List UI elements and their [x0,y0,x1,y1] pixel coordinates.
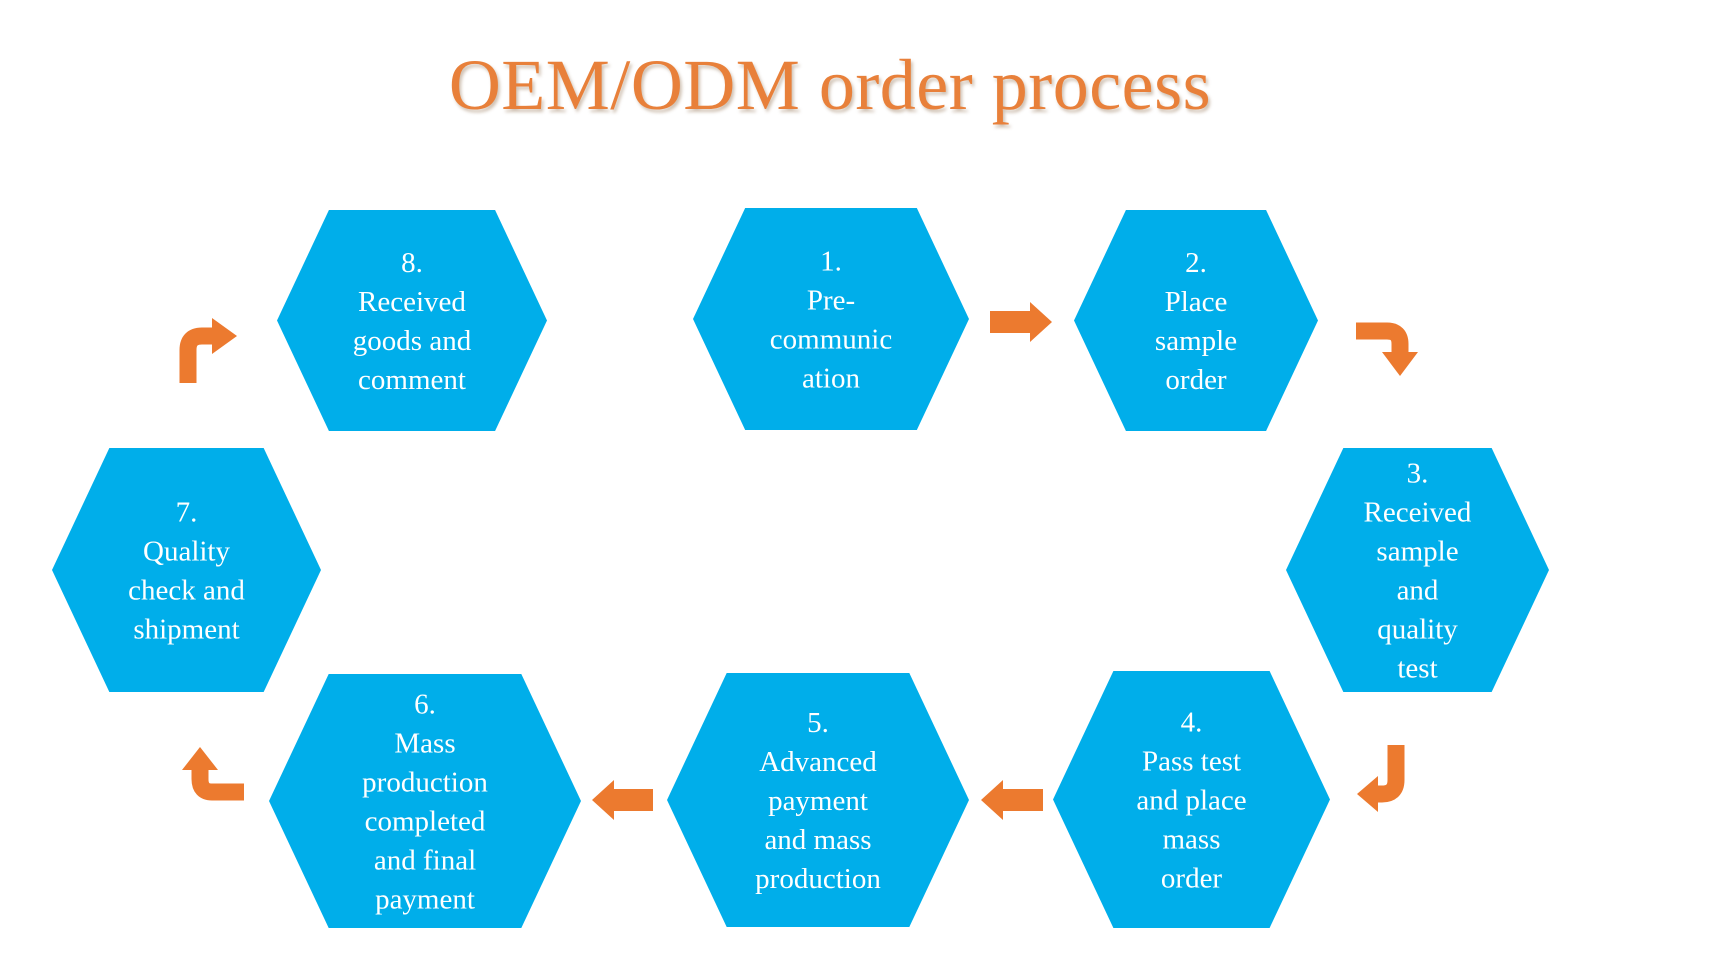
step-hexagon-1: 1. Pre-communic ation [693,208,969,430]
step-label-line: payment [375,884,475,916]
step-number: 6. [414,689,436,721]
arrow-turn-right-icon [179,318,237,383]
step-label-line: production [755,863,881,895]
step-label-line: goods and [353,325,472,357]
hexagon-shape [269,674,581,928]
step-label-line: and mass [764,824,871,856]
step-label-line: comment [358,364,466,396]
step-label-line: Pre- [807,285,855,317]
step-label-line: sample [1155,325,1237,357]
step-number: 4. [1181,707,1203,739]
step-label-line: quality [1377,614,1458,646]
step-label-line: completed [365,806,486,838]
step-label-line: sample [1376,536,1458,568]
hexagon-shape [52,448,321,692]
hexagon-shape [277,210,547,431]
arrow-turn-left-icon [1357,745,1405,812]
step-label-line: Place [1165,286,1228,318]
step-label-line: check and [128,575,245,607]
step-label-line: and final [374,845,476,877]
hexagon-shape [1286,448,1549,692]
hexagon-shape [1074,210,1318,431]
step-hexagon-5: 5. Advanced payment and mass production [667,673,969,927]
arrow-turn-down-icon [1356,322,1418,376]
step-label-line: mass [1163,824,1221,856]
step-label-line: Received [1364,497,1472,529]
step-label-line: Mass [394,728,455,760]
step-number: 1. [820,246,842,278]
hexagon-shape [693,208,969,430]
step-label-line: and place [1136,785,1246,817]
step-label-line: test [1397,653,1437,685]
step-hexagon-4: 4. Pass test and place mass order [1053,671,1330,928]
step-label-line: ation [802,363,860,395]
page-title: OEM/ODM order process [448,45,1212,125]
step-label-line: Pass test [1142,746,1241,778]
step-label-line: production [362,767,488,799]
step-hexagon-6: 6. Mass production completed and final paymen… [269,674,581,928]
step-label-line: Received [358,286,466,318]
step-hexagon-3: 3. Received sample and quality test [1286,448,1549,692]
step-hexagon-8: 8. Received goods and comment [277,210,547,431]
step-number: 7. [176,497,198,529]
step-label-line: and [1397,575,1439,607]
step-number: 2. [1185,247,1207,279]
arrow-right-icon [990,302,1052,342]
step-hexagon-7: 7. Quality check and shipment [52,448,321,692]
arrow-left-icon [981,780,1043,820]
step-number: 8. [401,247,423,279]
hexagon-shape [667,673,969,927]
arrow-left-icon [592,780,653,820]
step-label-line: Advanced [759,746,877,778]
step-hexagon-2: 2. Place sample order [1074,210,1318,431]
step-label-line: order [1161,863,1223,895]
step-label-line: communic [770,324,892,356]
hexagon-shape [1053,671,1330,928]
step-label-line: payment [768,785,868,817]
step-label-line: shipment [133,614,239,646]
step-label-line: order [1165,364,1227,396]
step-number: 5. [807,707,829,739]
step-label-line: Quality [143,536,230,568]
arrow-turn-up-icon [182,747,244,801]
step-number: 3. [1407,458,1429,490]
